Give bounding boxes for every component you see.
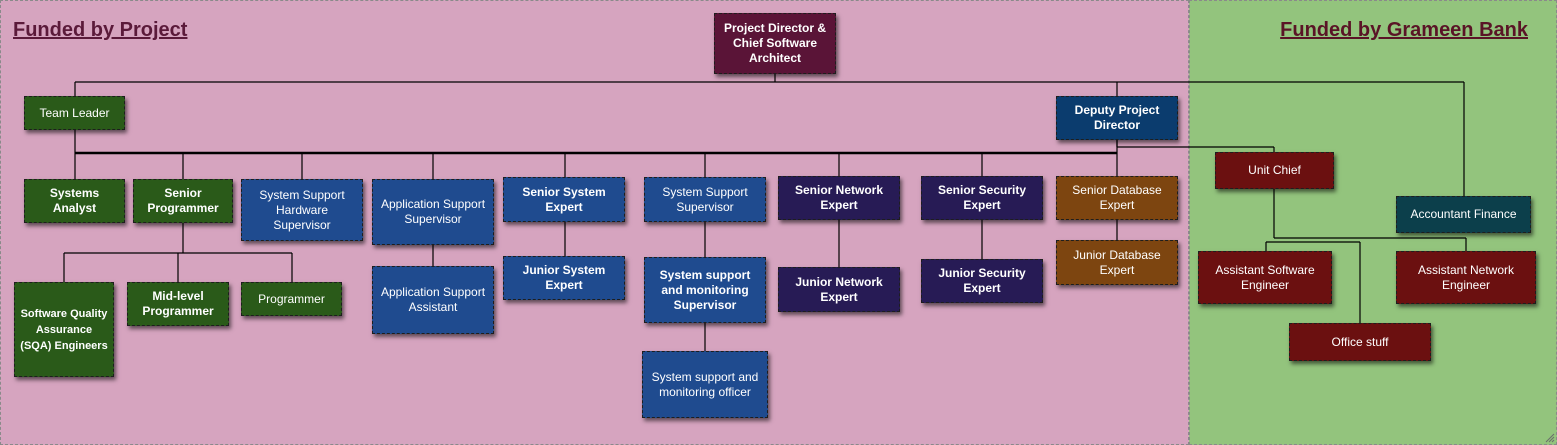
node-mid-level-programmer: Mid-level Programmer (127, 282, 229, 326)
node-accountant-finance: Accountant Finance (1396, 196, 1531, 233)
node-junior-network-expert: Junior Network Expert (778, 267, 900, 312)
node-senior-system-expert: Senior System Expert (503, 177, 625, 222)
node-system-support-monitoring-officer: System support and monitoring officer (642, 351, 768, 418)
node-programmer: Programmer (241, 282, 342, 316)
node-application-support-assistant: Application Support Assistant (372, 266, 494, 334)
funded-by-project-title: Funded by Project (13, 19, 188, 41)
node-junior-system-expert: Junior System Expert (503, 256, 625, 300)
node-senior-programmer: Senior Programmer (133, 179, 233, 223)
node-junior-security-expert: Junior Security Expert (921, 259, 1043, 303)
node-senior-database-expert: Senior Database Expert (1056, 176, 1178, 220)
node-systems-analyst: Systems Analyst (24, 179, 125, 223)
node-unit-chief: Unit Chief (1215, 152, 1334, 189)
node-senior-security-expert: Senior Security Expert (921, 176, 1043, 220)
node-team-leader: Team Leader (24, 96, 125, 130)
funded-by-grameen-title: Funded by Grameen Bank (1280, 19, 1528, 41)
node-system-support-supervisor: System Support Supervisor (644, 177, 766, 222)
node-system-support-monitoring-supervisor: System support and monitoring Supervisor (644, 257, 766, 323)
node-deputy-project-director: Deputy Project Director (1056, 96, 1178, 140)
node-assistant-network-engineer: Assistant Network Engineer (1396, 251, 1536, 304)
node-system-support-hardware-supervisor: System Support Hardware Supervisor (241, 179, 363, 241)
node-office-stuff: Office stuff (1289, 323, 1431, 361)
node-assistant-software-engineer: Assistant Software Engineer (1198, 251, 1332, 304)
node-junior-database-expert: Junior Database Expert (1056, 240, 1178, 285)
node-sqa-engineers: Software Quality Assurance (SQA) Enginee… (14, 282, 114, 377)
node-project-director: Project Director & Chief Software Archit… (714, 13, 836, 74)
node-application-support-supervisor: Application Support Supervisor (372, 179, 494, 245)
node-senior-network-expert: Senior Network Expert (778, 176, 900, 220)
resize-grip-icon[interactable] (1545, 433, 1555, 443)
